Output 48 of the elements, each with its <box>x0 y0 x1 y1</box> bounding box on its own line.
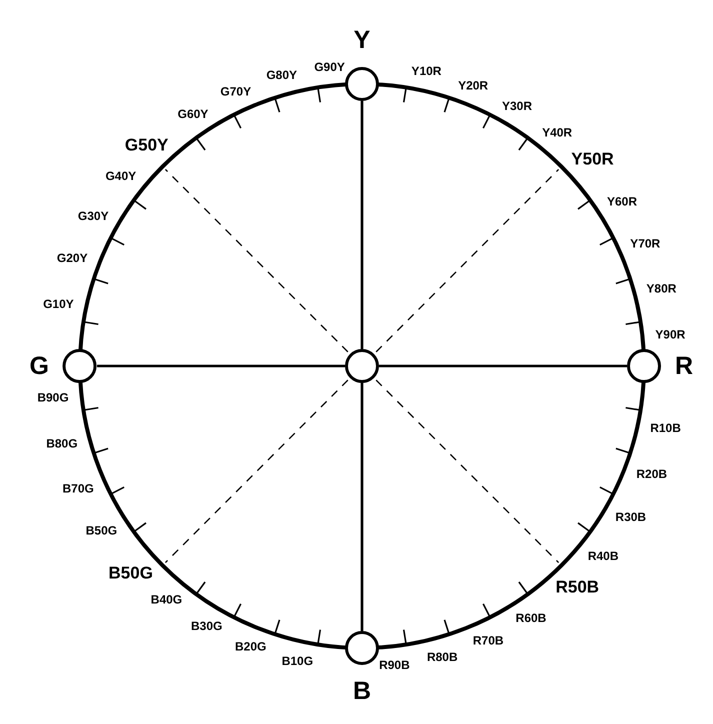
hue-label: R50B <box>556 578 600 596</box>
hue-label: R40B <box>588 549 619 562</box>
hue-label: B70G <box>62 482 94 494</box>
hue-label: G70Y <box>220 85 252 98</box>
hue-label: R70B <box>472 634 504 647</box>
hue-name: G <box>30 354 49 378</box>
hue-label: Y50R <box>571 151 614 168</box>
hue-label: R30B <box>615 510 646 522</box>
dashed-line <box>164 380 348 564</box>
hue-label: G60Y <box>178 108 208 120</box>
hue-label: B50G <box>86 524 118 536</box>
hue-label: Y30R <box>502 99 532 112</box>
hue-name: B <box>352 679 372 704</box>
hue-label: G10Y <box>43 297 74 310</box>
hue-label: B80G <box>46 438 78 450</box>
hue-label: R90B <box>379 659 410 672</box>
hue-label: Y70R <box>630 238 660 250</box>
hue-label: G30Y <box>78 210 109 222</box>
hue-label: R60B <box>516 612 546 624</box>
hue-label: R10B <box>650 422 681 435</box>
hue-label: B30G <box>190 620 222 633</box>
dashed-line <box>376 380 560 564</box>
connector-line <box>97 364 345 368</box>
hue-label: R20B <box>636 468 668 480</box>
hue-label: G90Y <box>314 60 345 73</box>
hue-label: G50Y <box>124 136 168 154</box>
hue-label: G40Y <box>105 170 136 183</box>
hue-name: Y <box>354 28 370 53</box>
connector-line <box>379 364 627 368</box>
dashed-line <box>376 168 560 352</box>
hue-label: B90G <box>37 391 69 404</box>
dashed-line <box>164 168 348 352</box>
hue-label: Y80R <box>646 282 676 294</box>
hue-label: G20Y <box>56 252 88 264</box>
hue-label: Y90R <box>655 328 686 341</box>
hue-label: Y40R <box>542 126 572 138</box>
hue-label: G80Y <box>266 69 298 82</box>
hue-label: B50G <box>108 564 153 581</box>
hue-label: B40G <box>150 594 182 606</box>
hue-label: B20G <box>234 641 266 653</box>
connector-line <box>360 101 364 349</box>
hue-label: Y20R <box>458 79 488 91</box>
hue-label: Y60R <box>606 196 638 208</box>
connector-line <box>360 383 364 631</box>
hue-label: Y10R <box>411 66 442 78</box>
hue-name: R <box>675 354 694 378</box>
hue-label: B10G <box>282 654 314 666</box>
hue-label: R80B <box>426 650 458 663</box>
